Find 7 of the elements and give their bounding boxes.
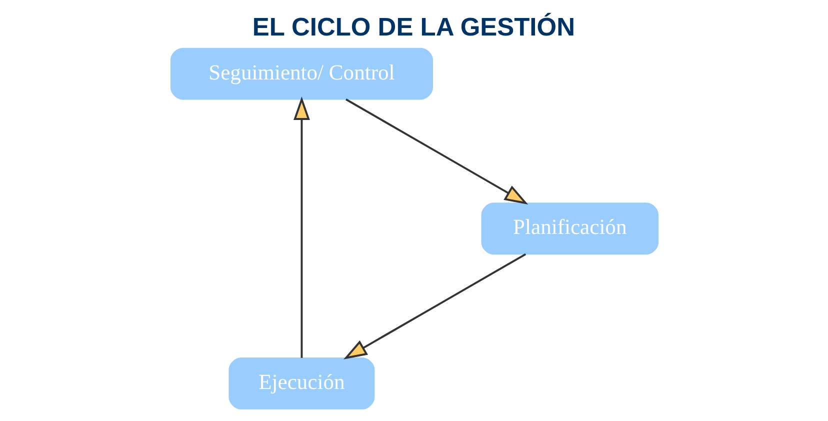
arrow — [343, 253, 526, 360]
diagram-title: EL CICLO DE LA GESTIÓN — [252, 13, 574, 42]
arrow — [292, 96, 310, 358]
node-box: Planificación — [480, 202, 658, 255]
arrow — [345, 98, 528, 204]
node-box: Ejecución — [228, 358, 374, 410]
node-box: Seguimiento/ Control — [170, 48, 432, 100]
